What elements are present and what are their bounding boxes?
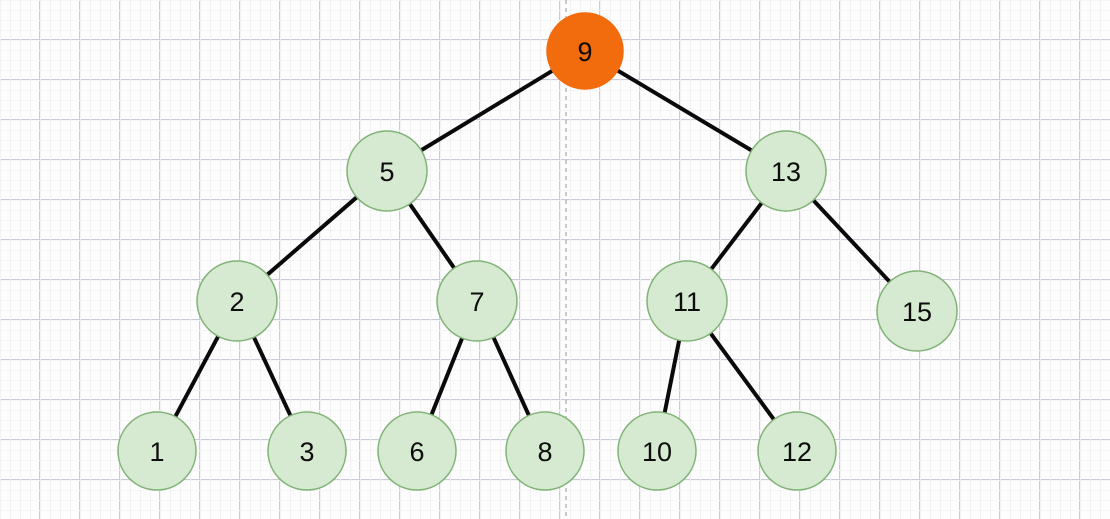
- node-circle-7[interactable]: [436, 260, 518, 342]
- tree-node-9[interactable]: 9: [546, 12, 624, 90]
- tree-edge-9-5: [419, 68, 555, 153]
- tree-node-13[interactable]: 13: [745, 130, 827, 212]
- node-circle-6[interactable]: [377, 411, 457, 491]
- tree-node-10[interactable]: 10: [617, 411, 697, 491]
- tree-edge-13-15: [811, 198, 892, 284]
- tree-node-7[interactable]: 7: [436, 260, 518, 342]
- tree-edge-7-8: [491, 335, 531, 418]
- tree-node-6[interactable]: 6: [377, 411, 457, 491]
- node-circle-9[interactable]: [546, 12, 624, 90]
- tree-node-1[interactable]: 1: [117, 411, 197, 491]
- tree-node-15[interactable]: 15: [876, 270, 958, 352]
- edges-group: [173, 68, 892, 422]
- node-circle-12[interactable]: [757, 411, 837, 491]
- tree-node-12[interactable]: 12: [757, 411, 837, 491]
- tree-node-11[interactable]: 11: [646, 260, 728, 342]
- tree-edge-2-3: [251, 335, 293, 418]
- tree-edge-9-13: [615, 68, 754, 153]
- node-circle-15[interactable]: [876, 270, 958, 352]
- tree-node-2[interactable]: 2: [196, 260, 278, 342]
- node-circle-10[interactable]: [617, 411, 697, 491]
- node-circle-2[interactable]: [196, 260, 278, 342]
- tree-node-8[interactable]: 8: [505, 411, 585, 491]
- node-circle-1[interactable]: [117, 411, 197, 491]
- tree-node-5[interactable]: 5: [346, 130, 428, 212]
- node-circle-8[interactable]: [505, 411, 585, 491]
- tree-edge-5-7: [407, 201, 457, 271]
- node-circle-13[interactable]: [745, 130, 827, 212]
- tree-edge-5-2: [265, 195, 359, 277]
- tree-edge-11-10: [662, 338, 682, 415]
- tree-node-3[interactable]: 3: [267, 411, 347, 491]
- tree-edge-7-6: [429, 336, 465, 417]
- node-circle-3[interactable]: [267, 411, 347, 491]
- tree-edge-11-12: [708, 331, 776, 422]
- node-circle-11[interactable]: [646, 260, 728, 342]
- node-circle-5[interactable]: [346, 130, 428, 212]
- tree-edge-2-1: [173, 334, 221, 419]
- tree-edge-13-11: [709, 200, 764, 272]
